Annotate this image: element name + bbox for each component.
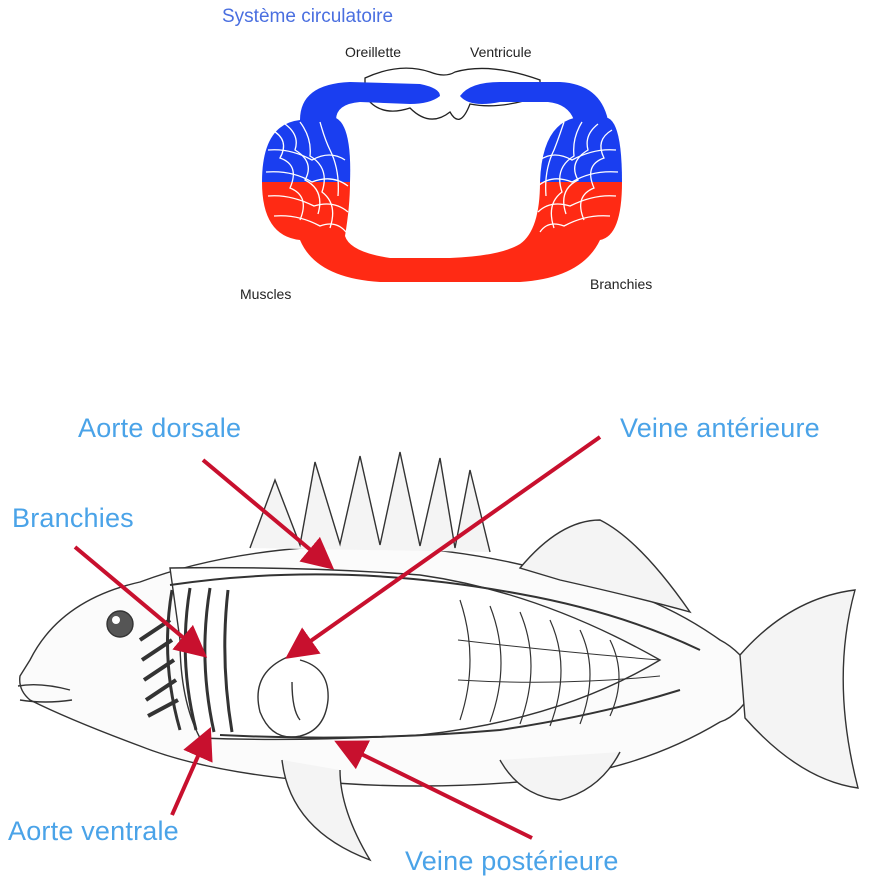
label-aorte-dorsale: Aorte dorsale (78, 413, 241, 444)
label-branchies-fish: Branchies (12, 503, 134, 534)
fish-illustration (18, 452, 858, 860)
label-aorte-ventrale: Aorte ventrale (8, 816, 179, 847)
label-veine-anterieure: Veine antérieure (620, 413, 820, 444)
anal-fin (500, 752, 620, 800)
dorsal-fin (250, 452, 490, 552)
caudal-fin (740, 590, 858, 788)
label-veine-posterieure: Veine postérieure (405, 846, 619, 877)
arterial-path-red (262, 182, 622, 282)
